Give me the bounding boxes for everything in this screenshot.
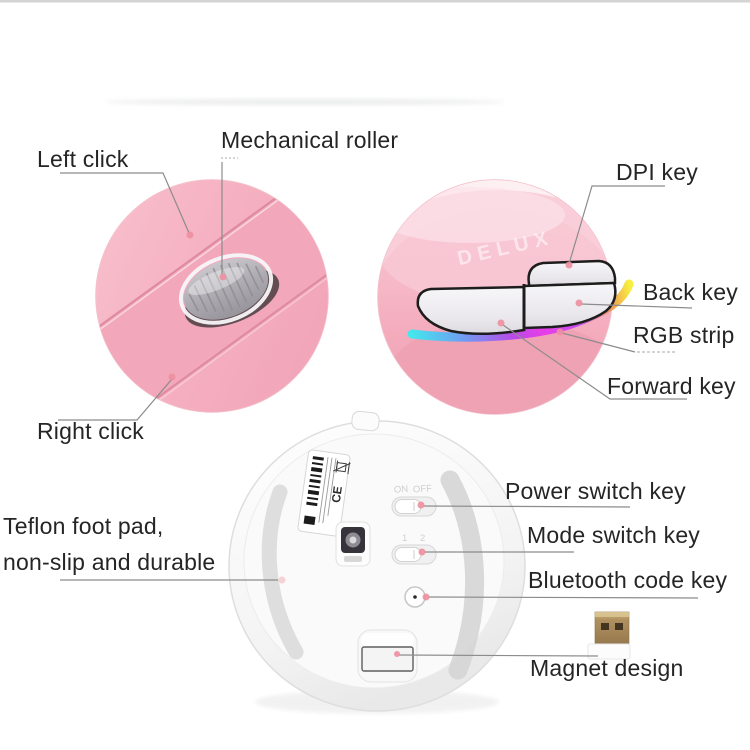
- top-clip-tab: [351, 410, 380, 432]
- rgb-line: [561, 332, 636, 353]
- forward-button: [416, 285, 526, 336]
- top-view-photo: [95, 179, 329, 413]
- faint-smudge: [105, 99, 505, 105]
- callout-magnet-design: Magnet design: [530, 655, 684, 681]
- left-click-line: [60, 172, 190, 234]
- forward-dot: [497, 319, 505, 327]
- bluetooth-dot: [422, 593, 430, 601]
- right-click-dot: [168, 373, 176, 381]
- teflon-pad-right: [440, 470, 485, 680]
- mode-2-label: 2: [420, 533, 425, 544]
- back-line: [580, 303, 693, 309]
- bottom-view-photo: CE ON OFF 1 2: [228, 410, 526, 714]
- power-switch: ON OFF: [391, 483, 437, 517]
- power-off-label: OFF: [413, 483, 433, 495]
- mode-1-label: 1: [402, 533, 407, 544]
- back-dot: [575, 299, 583, 307]
- roller-dot: [219, 273, 227, 281]
- callout-power-switch-key: Power switch key: [505, 478, 686, 504]
- usb-receiver-dongle: [587, 611, 631, 660]
- ce-mark: CE: [329, 485, 345, 503]
- sticker-fine-print: [318, 457, 337, 524]
- side-view-photo: DELUX: [377, 179, 634, 415]
- back-button: [522, 281, 617, 330]
- callout-dots: [168, 231, 583, 657]
- callout-forward-key: Forward key: [607, 373, 736, 399]
- teflon-dot: [278, 576, 286, 584]
- usb-contact: [601, 623, 609, 630]
- callout-rgb-strip: RGB strip: [633, 322, 735, 348]
- usb-contact: [615, 623, 623, 630]
- left-click-dot: [186, 231, 194, 239]
- callout-teflon-foot-pad: Teflon foot pad, non-slip and durable: [3, 508, 215, 580]
- optical-sensor: [335, 521, 371, 567]
- right-click-line: [58, 378, 173, 421]
- power-line: [422, 505, 631, 508]
- power-on-label: ON: [394, 484, 409, 496]
- callout-back-key: Back key: [643, 279, 738, 305]
- dpi-dot: [565, 261, 573, 269]
- callout-bluetooth-code-key: Bluetooth code key: [528, 567, 728, 593]
- scroll-wheel: [178, 253, 280, 328]
- mode-switch: 1 2: [391, 533, 437, 565]
- callout-mechanical-roller: Mechanical roller: [221, 127, 399, 153]
- side-buttons: [416, 259, 617, 336]
- magnet-line: [398, 654, 599, 657]
- callout-right-click: Right click: [37, 418, 145, 444]
- callout-mode-switch-key: Mode switch key: [527, 522, 701, 548]
- power-dot: [417, 501, 425, 509]
- weee-bin-icon: [332, 460, 351, 475]
- compliance-sticker: CE: [297, 449, 351, 537]
- callout-teflon-line1: Teflon foot pad,: [3, 513, 164, 539]
- page-top-border: [0, 0, 750, 3]
- bluetooth-pair-button: [404, 586, 426, 608]
- mode-dot: [418, 548, 426, 556]
- barcode: [303, 456, 324, 525]
- magnet-compartment: [357, 629, 418, 683]
- forward-line: [502, 324, 687, 400]
- callout-lines: [58, 157, 699, 657]
- dpi-button: [527, 259, 617, 288]
- callout-dpi-key: DPI key: [616, 159, 698, 185]
- callout-left-click: Left click: [37, 146, 129, 172]
- rgb-dot: [556, 328, 564, 336]
- magnet-dot: [394, 651, 400, 657]
- teflon-pad-left: [261, 484, 304, 660]
- bluetooth-line: [427, 596, 699, 599]
- dpi-line: [568, 185, 665, 265]
- callout-teflon-line2: non-slip and durable: [3, 549, 216, 575]
